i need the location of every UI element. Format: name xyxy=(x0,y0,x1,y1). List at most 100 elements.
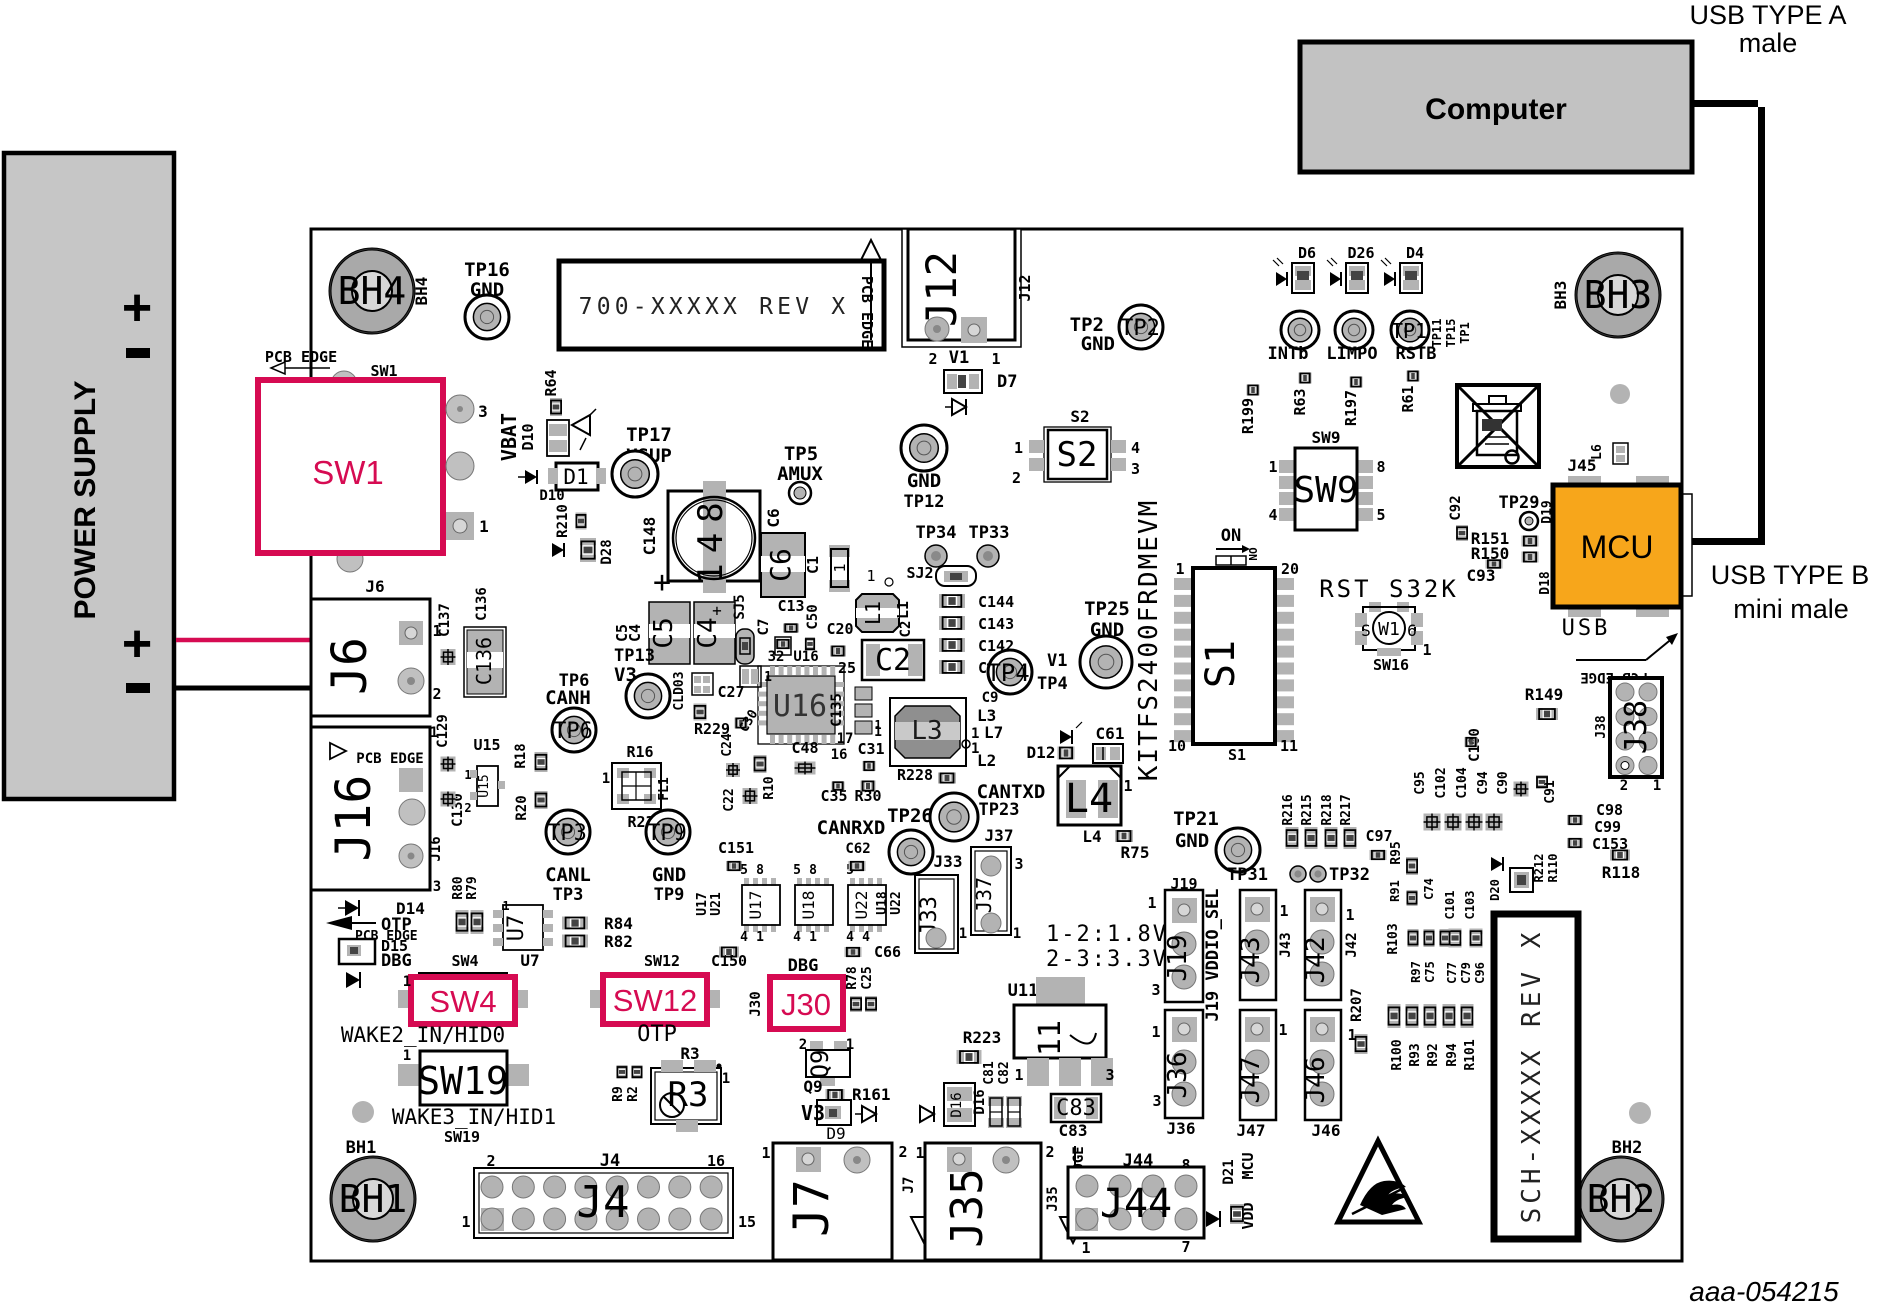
silk-text: D10 xyxy=(539,488,564,504)
silk-circle xyxy=(452,518,468,534)
silk-text: J6 xyxy=(365,577,384,596)
silk-rect xyxy=(548,468,558,484)
silk-rect xyxy=(537,759,545,765)
fl1 xyxy=(611,762,662,810)
silk-text: J7 xyxy=(784,1179,840,1237)
silk-circle xyxy=(668,1175,692,1199)
silk-rect xyxy=(1276,730,1294,743)
silk-rect xyxy=(1288,834,1296,842)
silk-rect xyxy=(947,1087,972,1101)
silk-rect xyxy=(948,663,956,671)
silk-text: R93 xyxy=(1408,1043,1423,1066)
silk-circle xyxy=(916,440,932,456)
smd-part xyxy=(1405,1006,1419,1026)
bh1-label: BH1 xyxy=(346,1138,377,1158)
smd-part xyxy=(564,934,586,948)
silk-circle xyxy=(1294,870,1302,878)
silk-rect xyxy=(1279,508,1295,521)
silk-rect xyxy=(505,1064,529,1086)
silk-text: C83 xyxy=(1059,1121,1088,1140)
silk-rect xyxy=(583,546,593,554)
silk-text: R197 xyxy=(1342,390,1360,426)
silk-text: GND xyxy=(1090,619,1124,641)
silk-text: S1 xyxy=(1198,640,1244,688)
silk-text: J12 xyxy=(1016,274,1034,301)
silk-text: R215 xyxy=(1300,794,1315,825)
silk-circle xyxy=(480,1207,504,1231)
usb-silk-label: USB xyxy=(1562,616,1611,641)
silk-rect xyxy=(806,924,811,932)
silk-text: 4 xyxy=(793,930,801,945)
silk-poly xyxy=(919,1104,937,1124)
silk-text: C95 xyxy=(1413,771,1428,794)
silk-rect xyxy=(728,765,738,775)
pcb-outline xyxy=(309,227,1684,1263)
silk-rect xyxy=(1110,747,1120,760)
silk-circle xyxy=(1244,1081,1270,1107)
silk-rect xyxy=(1354,378,1358,386)
silk-rect xyxy=(549,424,567,436)
silk-rect xyxy=(821,666,827,675)
smd-part xyxy=(865,997,878,1011)
silk-rect xyxy=(543,910,553,918)
silk-line xyxy=(1276,257,1284,265)
silk-text: R79 xyxy=(465,876,480,899)
silk-text: 2 xyxy=(1045,1143,1054,1161)
silk-rect xyxy=(1469,739,1473,745)
silk-poly xyxy=(1666,633,1678,645)
silk-rect xyxy=(816,1099,852,1126)
silk-text: R64 xyxy=(542,369,560,396)
silk-rect xyxy=(1509,867,1534,893)
silk-rect xyxy=(1027,1058,1049,1086)
silk-rect xyxy=(739,719,743,727)
silk-text: J46 xyxy=(1312,1121,1341,1140)
silk-text: J6 xyxy=(322,637,378,695)
silk-text: D7 xyxy=(997,372,1017,392)
silk-rect xyxy=(694,686,701,693)
silk-rect xyxy=(834,1041,847,1051)
power-supply-label: POWER SUPPLY xyxy=(69,381,102,620)
u17 xyxy=(741,884,781,926)
rstb-label: RSTB xyxy=(1396,344,1437,364)
silk-circle xyxy=(627,466,643,482)
silk-text: 3 xyxy=(433,879,441,895)
silk-text: 17 xyxy=(837,731,854,747)
silk-rect xyxy=(691,672,714,696)
silk-poly xyxy=(1206,1211,1220,1227)
bh4-label: BH4 xyxy=(412,277,431,306)
silk-text: L7 xyxy=(984,723,1003,742)
silk-circle xyxy=(716,1063,722,1069)
silk-rect xyxy=(854,720,873,735)
silk-rect xyxy=(1441,935,1449,941)
silk-circle xyxy=(1141,1207,1165,1231)
silk-text: R84 xyxy=(604,914,633,933)
dbg-part xyxy=(337,937,377,966)
silk-circle xyxy=(1244,929,1270,955)
silk-text: C151 xyxy=(718,839,754,857)
silk-rect xyxy=(950,573,962,580)
silk-rect xyxy=(1029,458,1044,471)
silk-rect xyxy=(1517,875,1526,885)
silk-text: OTP xyxy=(381,915,412,935)
silk-circle xyxy=(479,309,495,325)
silk-circle xyxy=(1002,664,1018,680)
silk-rect xyxy=(854,703,873,718)
silk-text: TP6 xyxy=(553,719,593,744)
silk-rect xyxy=(947,1108,972,1122)
ps-minus-bottom xyxy=(126,683,150,693)
silk-text: TP9 xyxy=(647,821,687,846)
mounting-hole-bh4-text: BH4 xyxy=(338,269,407,313)
silk-rect xyxy=(577,518,585,524)
silk-circle xyxy=(931,551,941,561)
silk-text: C77 xyxy=(1445,962,1459,984)
smd-part xyxy=(753,756,767,772)
silk-rect xyxy=(442,651,454,663)
smd-part xyxy=(631,1066,643,1079)
silk-text: R18 xyxy=(513,743,529,768)
silk-text: J35 xyxy=(942,1168,993,1247)
silk-text: GND xyxy=(907,470,941,492)
silk-text: 1 xyxy=(1268,458,1277,476)
silk-circle xyxy=(1171,1081,1197,1107)
silk-rect xyxy=(787,666,793,675)
